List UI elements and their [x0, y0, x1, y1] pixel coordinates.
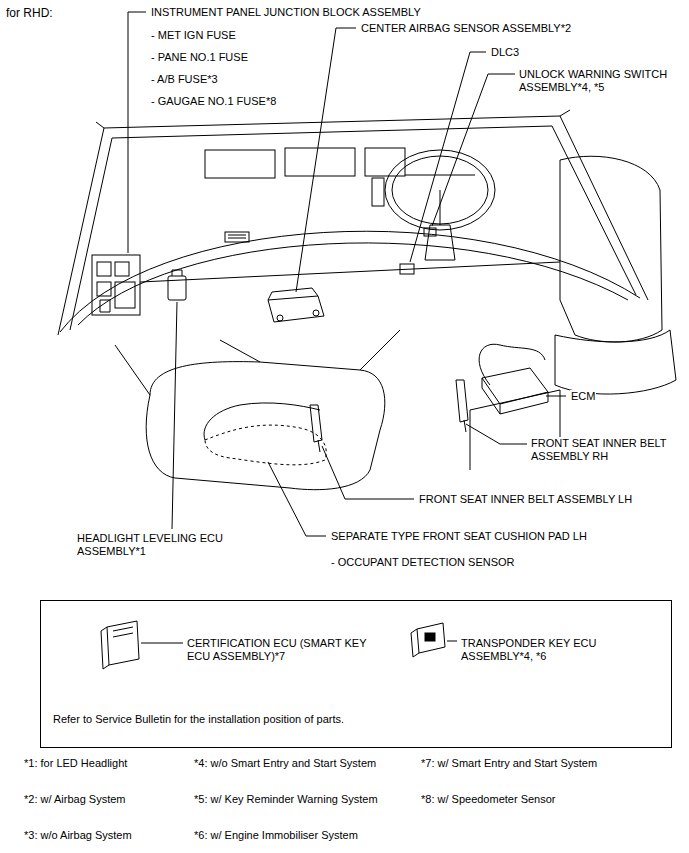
part-label: DLC3 [490, 46, 520, 59]
note-box: CERTIFICATION ECU (SMART KEY ECU ASSEMBL… [40, 600, 672, 748]
part-label: - PANE NO.1 FUSE [150, 51, 249, 64]
part-label: UNLOCK WARNING SWITCH ASSEMBLY*4, *5 [518, 68, 680, 94]
part-label: - MET IGN FUSE [150, 29, 237, 42]
note-text: CERTIFICATION ECU (SMART KEY ECU ASSEMBL… [187, 637, 387, 663]
footnote: *5: w/ Key Reminder Warning System [193, 793, 379, 806]
part-label: CENTER AIRBAG SENSOR ASSEMBLY*2 [360, 22, 572, 35]
part-label: HEADLIGHT LEVELING ECU ASSEMBLY*1 [76, 532, 256, 558]
diagram-title: for RHD: [6, 6, 53, 20]
note-text: Refer to Service Bulletin for the instal… [53, 713, 653, 726]
part-label: - OCCUPANT DETECTION SENSOR [330, 556, 516, 569]
part-label: - A/B FUSE*3 [150, 73, 219, 86]
ecu-icons [41, 601, 673, 749]
footnote: *1: for LED Headlight [23, 757, 128, 770]
part-label: - GAUGAE NO.1 FUSE*8 [150, 95, 277, 108]
part-label: SEPARATE TYPE FRONT SEAT CUSHION PAD LH [330, 530, 588, 543]
part-label: INSTRUMENT PANEL JUNCTION BLOCK ASSEMBLY [150, 6, 422, 19]
part-label: FRONT SEAT INNER BELT ASSEMBLY RH [530, 437, 682, 463]
footnote: *7: w/ Smart Entry and Start System [420, 757, 598, 770]
note-text: TRANSPONDER KEY ECU ASSEMBLY*4, *6 [461, 637, 621, 663]
footnote: *8: w/ Speedometer Sensor [420, 793, 557, 806]
part-label: FRONT SEAT INNER BELT ASSEMBLY LH [418, 493, 633, 506]
footnote: *4: w/o Smart Entry and Start System [193, 757, 377, 770]
footnote: *6: w/ Engine Immobiliser System [193, 829, 359, 842]
footnote: *3: w/o Airbag System [23, 829, 133, 842]
footnote: *2: w/ Airbag System [23, 793, 127, 806]
part-label: ECM [570, 390, 596, 403]
